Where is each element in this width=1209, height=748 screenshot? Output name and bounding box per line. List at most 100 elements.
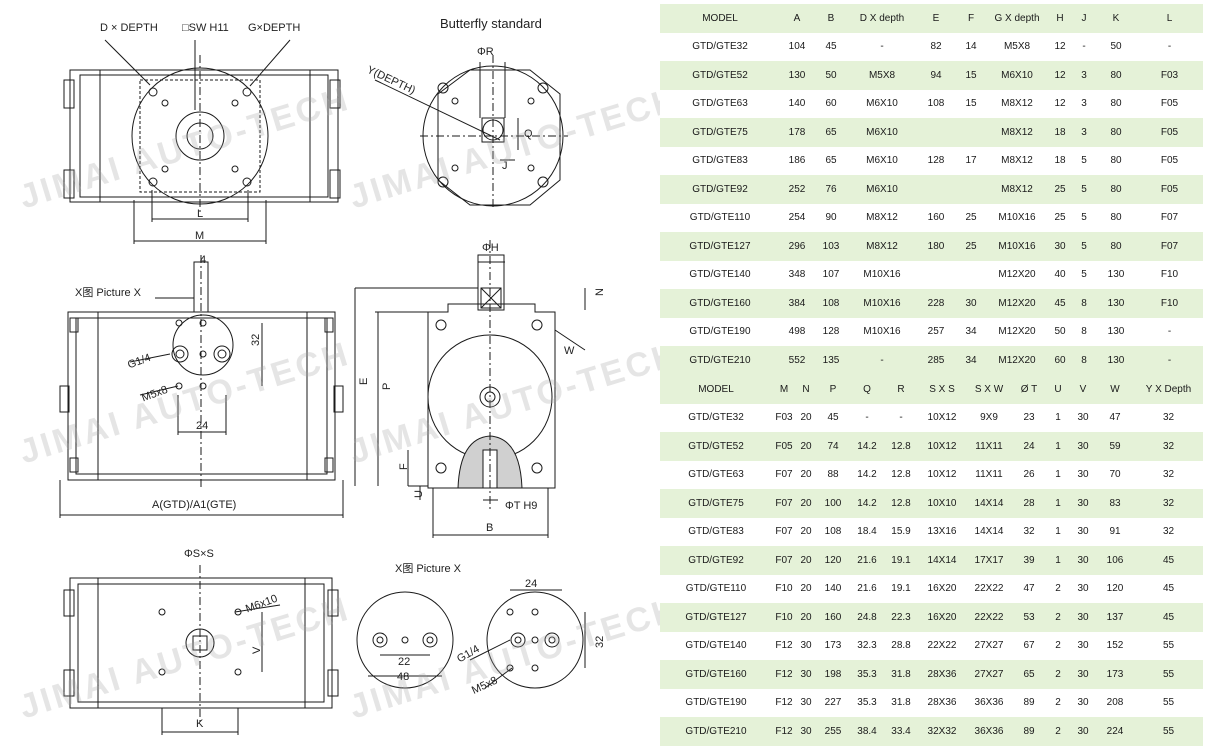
table2-cell: 32.3 [850, 631, 884, 660]
table2-cell: 35.3 [850, 660, 884, 689]
table2-cell: 20 [796, 574, 816, 603]
label-phi-s: ΦS×S [184, 548, 214, 560]
table2-cell: F10 [772, 603, 796, 632]
table2-cell: 67 [1012, 631, 1046, 660]
table1-column-header: D X depth [848, 4, 916, 33]
label-sw: □SW H11 [182, 22, 229, 34]
table1-cell: M6X10 [848, 175, 916, 204]
table2-cell: 30 [796, 717, 816, 746]
butterfly-view [374, 55, 568, 210]
table2-cell: 22.3 [884, 603, 918, 632]
table1-cell: 12 [1048, 32, 1072, 61]
table2-cell: 47 [1012, 574, 1046, 603]
label-length: A(GTD)/A1(GTE) [152, 499, 237, 511]
table2-model-cell: GTD/GTE140 [660, 631, 772, 660]
table2-cell: 91 [1096, 517, 1134, 546]
label-picture-x: X图 Picture X [75, 287, 142, 299]
table1-cell: M10X16 [848, 289, 916, 318]
table2-cell: 198 [816, 660, 850, 689]
butterfly-title: Butterfly standard [440, 16, 542, 31]
label-n: N [594, 288, 606, 296]
side-view [59, 255, 344, 518]
table1-cell: 25 [1048, 203, 1072, 232]
table1-cell: - [848, 346, 916, 375]
table1-cell: F10 [1136, 289, 1203, 318]
table1-cell: 228 [916, 289, 956, 318]
table1-cell: 128 [814, 317, 848, 346]
table2-cell: 173 [816, 631, 850, 660]
table1-model-cell: GTD/GTE127 [660, 232, 780, 261]
table2-cell: 30 [1070, 546, 1096, 575]
table2-model-cell: GTD/GTE127 [660, 603, 772, 632]
table2-cell: 33.4 [884, 717, 918, 746]
table1-cell: M5X8 [986, 32, 1048, 61]
table2-cell: 28X36 [918, 688, 966, 717]
table1-cell: 82 [916, 32, 956, 61]
table2-cell: 65 [1012, 660, 1046, 689]
table1-cell: 50 [1048, 317, 1072, 346]
table1-cell: F10 [1136, 260, 1203, 289]
table2-cell: 38.4 [850, 717, 884, 746]
table2-cell: 224 [1096, 717, 1134, 746]
table1-model-cell: GTD/GTE92 [660, 175, 780, 204]
table2-cell: 20 [796, 517, 816, 546]
table1-cell: 130 [1096, 346, 1136, 375]
detail-x-title: X图 Picture X [395, 563, 462, 575]
table1-cell: 130 [780, 61, 814, 90]
table1-column-header: E [916, 4, 956, 33]
table2-cell: 21.6 [850, 574, 884, 603]
table1-column-header: F [956, 4, 986, 33]
table1-cell: 60 [814, 89, 848, 118]
table1-cell: 25 [1048, 175, 1072, 204]
table2-model-cell: GTD/GTE32 [660, 403, 772, 432]
table1-cell: M10X16 [986, 232, 1048, 261]
table1-cell: M12X20 [986, 260, 1048, 289]
table1-cell: 80 [1096, 232, 1136, 261]
table2-column-header: R [884, 375, 918, 404]
table1-model-cell: GTD/GTE83 [660, 146, 780, 175]
table1-cell: F05 [1136, 175, 1203, 204]
table1-cell: 15 [956, 61, 986, 90]
table1-cell: F05 [1136, 146, 1203, 175]
table2-cell: 1 [1046, 546, 1070, 575]
table2-cell: 89 [1012, 717, 1046, 746]
table2-cell: 32 [1134, 403, 1203, 432]
table2-cell: 16X20 [918, 574, 966, 603]
table2-column-header: V [1070, 375, 1096, 404]
table1-cell: F03 [1136, 61, 1203, 90]
table2-cell: 20 [796, 432, 816, 461]
table1-cell: 552 [780, 346, 814, 375]
label-b: B [486, 522, 494, 534]
table1-cell: F05 [1136, 118, 1203, 147]
table1-cell: M8X12 [986, 146, 1048, 175]
table1-cell: 130 [1096, 289, 1136, 318]
table1-cell: 384 [780, 289, 814, 318]
table2-cell: 18.4 [850, 517, 884, 546]
table2-cell: 106 [1096, 546, 1134, 575]
table1-cell: M12X20 [986, 289, 1048, 318]
table1-cell: 257 [916, 317, 956, 346]
table1-cell: 30 [956, 289, 986, 318]
table2-cell: 89 [1012, 688, 1046, 717]
table1-cell: 135 [814, 346, 848, 375]
table1-cell: 108 [814, 289, 848, 318]
table2-model-cell: GTD/GTE75 [660, 489, 772, 518]
table2-cell: F12 [772, 660, 796, 689]
table2-cell: 53 [1012, 603, 1046, 632]
table2-cell: 22X22 [918, 631, 966, 660]
table1-cell: 3 [1072, 61, 1096, 90]
table1-cell: M6X10 [848, 118, 916, 147]
table2-cell: 31.8 [884, 660, 918, 689]
label-32: 32 [250, 333, 262, 346]
table1-model-cell: GTD/GTE63 [660, 89, 780, 118]
table1-cell: 296 [780, 232, 814, 261]
table1-cell [916, 118, 956, 147]
